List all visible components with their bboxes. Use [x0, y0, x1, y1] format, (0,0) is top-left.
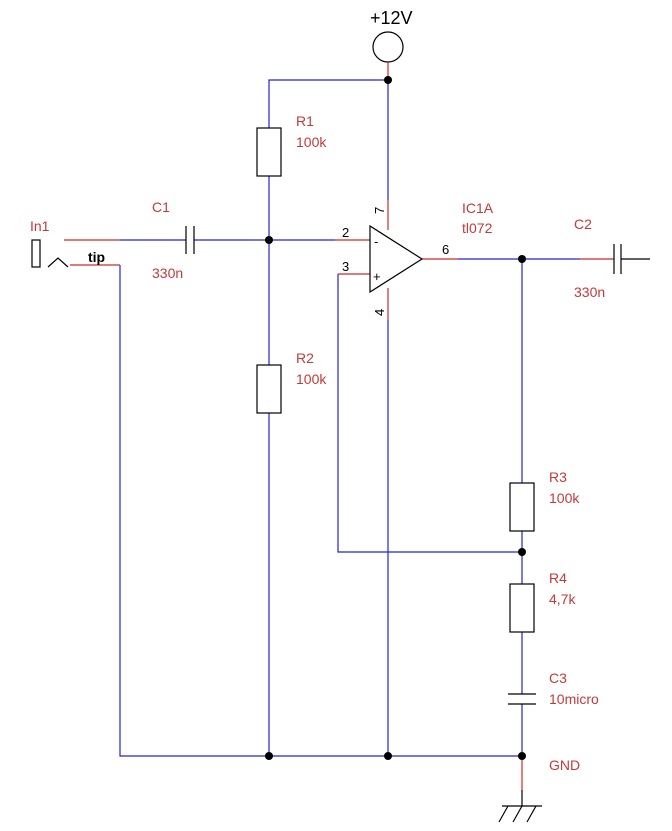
opamp-plus: +: [373, 269, 381, 284]
junction-output: [518, 255, 526, 263]
supply-label: +12V: [370, 8, 413, 28]
resistor-r1: R1 100k: [256, 113, 327, 177]
pin-leads: [64, 200, 523, 790]
opamp-triangle: [369, 224, 424, 294]
c1-ref: C1: [152, 199, 170, 215]
c1-value: 330n: [152, 265, 183, 281]
resistor-r2: R2 100k: [256, 350, 327, 414]
c2-value: 330n: [574, 284, 605, 300]
ic1a-ref: IC1A: [462, 200, 494, 216]
r2-value: 100k: [296, 371, 327, 387]
junction-supply: [384, 76, 392, 84]
r3-body: [509, 482, 535, 532]
capacitor-c2: C2 330n: [574, 216, 650, 300]
pin-3-number: 3: [342, 259, 349, 274]
pin-7-number: 7: [372, 207, 387, 214]
pin-2-number: 2: [342, 225, 349, 240]
supply-12v: +12V: [370, 8, 413, 80]
wire-feedback: [337, 274, 522, 553]
junction-gnd-r2: [265, 752, 273, 760]
pin-6-number: 6: [442, 242, 449, 257]
ground-symbol: GND: [498, 757, 580, 823]
junction-gnd-c3: [518, 752, 526, 760]
wires: [119, 79, 580, 757]
wire-ground-rail: [119, 265, 522, 757]
r1-body: [256, 127, 282, 177]
opamp-ic1a: - + 2 3 6 7 4 IC1A tl072: [342, 200, 494, 316]
ic1a-value: tl072: [462, 220, 493, 236]
tip-label: tip: [88, 249, 105, 265]
r4-body: [509, 583, 535, 633]
junctions: [265, 76, 526, 760]
capacitor-c1: C1 330n: [152, 199, 195, 281]
c2-ref: C2: [574, 216, 592, 232]
jack-body: [31, 239, 41, 268]
r2-body: [256, 364, 282, 414]
capacitor-c3: C3 10micro: [508, 670, 599, 707]
input-jack: In1 tip: [30, 218, 105, 268]
junction-feedback: [518, 548, 526, 556]
r3-ref: R3: [549, 469, 567, 485]
jack-tip-contact: [47, 257, 69, 268]
r2-ref: R2: [296, 350, 314, 366]
input-ref: In1: [30, 218, 50, 234]
opamp-minus: -: [374, 234, 378, 249]
r1-value: 100k: [296, 134, 327, 150]
r4-value: 4,7k: [549, 591, 576, 607]
c3-ref: C3: [549, 670, 567, 686]
resistor-r3: R3 100k: [509, 469, 580, 532]
junction-gnd-vee: [384, 752, 392, 760]
c3-value: 10micro: [549, 691, 599, 707]
r3-value: 100k: [549, 490, 580, 506]
pin-4-number: 4: [372, 309, 387, 316]
ground-label: GND: [549, 757, 580, 773]
r1-ref: R1: [296, 113, 314, 129]
resistor-r4: R4 4,7k: [509, 570, 576, 633]
ground-hatch-1: [498, 805, 509, 823]
wire-top-rail: [268, 79, 388, 128]
r4-ref: R4: [549, 570, 567, 586]
junction-mid: [265, 236, 273, 244]
ground-hatch-3: [526, 805, 537, 823]
supply-terminal: [372, 31, 404, 63]
ground-hatch-2: [512, 805, 523, 823]
